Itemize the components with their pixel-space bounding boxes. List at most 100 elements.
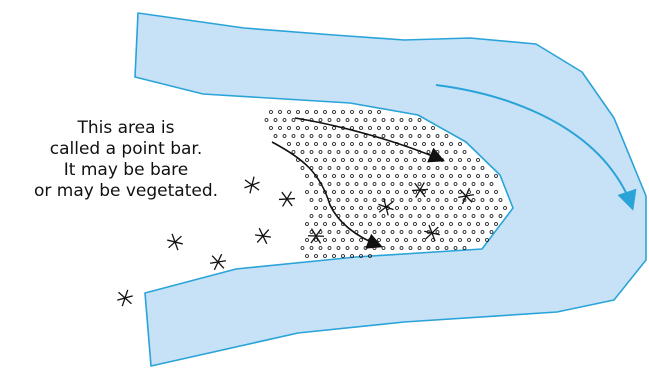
stipple-dot	[459, 143, 462, 146]
stipple-dot	[400, 151, 403, 154]
stipple-dot	[355, 151, 358, 154]
stipple-dot	[499, 215, 502, 218]
stipple-dot	[481, 231, 484, 234]
stipple-dot	[423, 143, 426, 146]
stipple-dot	[333, 191, 336, 194]
stipple-dot	[450, 191, 453, 194]
stipple-dot	[468, 175, 471, 178]
stipple-dot	[342, 175, 345, 178]
stipple-dot	[382, 231, 385, 234]
stipple-dot	[378, 127, 381, 130]
stipple-dot	[324, 223, 327, 226]
stipple-dot	[351, 207, 354, 210]
stipple-dot	[378, 159, 381, 162]
stipple-dot	[490, 215, 493, 218]
stipple-dot	[463, 231, 466, 234]
stipple-dot	[495, 207, 498, 210]
stipple-dot	[427, 215, 430, 218]
stipple-dot	[333, 111, 336, 114]
stipple-dot	[369, 111, 372, 114]
stipple-dot	[369, 127, 372, 130]
stipple-dot	[391, 167, 394, 170]
stipple-dot	[373, 167, 376, 170]
stipple-dot	[306, 223, 309, 226]
stipple-dot	[418, 135, 421, 138]
stipple-dot	[391, 183, 394, 186]
stipple-dot	[472, 167, 475, 170]
stipple-dot	[387, 127, 390, 130]
stipple-dot	[396, 191, 399, 194]
stipple-dot	[414, 143, 417, 146]
stipple-dot	[270, 111, 273, 114]
stipple-dot	[432, 127, 435, 130]
stipple-dot	[324, 239, 327, 242]
stipple-dot	[324, 143, 327, 146]
stipple-dot	[436, 199, 439, 202]
stipple-dot	[333, 223, 336, 226]
stipple-dot	[351, 159, 354, 162]
stipple-dot	[477, 191, 480, 194]
stipple-dot	[319, 247, 322, 250]
stipple-dot	[373, 151, 376, 154]
stipple-dot	[441, 143, 444, 146]
stipple-dot	[328, 119, 331, 122]
stipple-dot	[477, 223, 480, 226]
stipple-dot	[306, 255, 309, 258]
stipple-dot	[351, 175, 354, 178]
stipple-dot	[409, 215, 412, 218]
stipple-dot	[427, 135, 430, 138]
plant-star-icon	[376, 198, 396, 217]
stipple-dot	[445, 151, 448, 154]
stipple-dot	[364, 151, 367, 154]
stipple-dot	[315, 239, 318, 242]
stipple-dot	[387, 191, 390, 194]
stipple-dot	[355, 247, 358, 250]
stipple-dot	[418, 215, 421, 218]
stipple-dot	[405, 159, 408, 162]
stipple-dot	[328, 135, 331, 138]
stipple-dot	[364, 215, 367, 218]
stipple-dot	[418, 167, 421, 170]
stipple-dot	[369, 175, 372, 178]
stipple-dot	[373, 215, 376, 218]
stipple-dot	[360, 111, 363, 114]
stipple-dot	[378, 239, 381, 242]
stipple-dot	[459, 159, 462, 162]
stipple-dot	[454, 167, 457, 170]
stipple-dot	[355, 215, 358, 218]
stipple-dot	[346, 215, 349, 218]
stipple-dot	[472, 199, 475, 202]
stipple-dot	[495, 223, 498, 226]
stipple-dot	[342, 191, 345, 194]
stipple-dot	[319, 215, 322, 218]
stipple-dot	[400, 199, 403, 202]
stipple-dot	[297, 127, 300, 130]
stipple-dot	[382, 119, 385, 122]
stipple-dot	[463, 151, 466, 154]
stipple-dot	[306, 191, 309, 194]
point-bar-label: This area is called a point bar. It may …	[0, 118, 252, 202]
stipple-dot	[324, 255, 327, 258]
stipple-dot	[409, 231, 412, 234]
stipple-dot	[378, 111, 381, 114]
stipple-dot	[288, 111, 291, 114]
stipple-dot	[274, 119, 277, 122]
stipple-dot	[265, 119, 268, 122]
stipple-dot	[400, 247, 403, 250]
stipple-dot	[279, 127, 282, 130]
stipple-dot	[324, 111, 327, 114]
stipple-dot	[481, 167, 484, 170]
stipple-dot	[346, 151, 349, 154]
stipple-dot	[333, 239, 336, 242]
stipple-dot	[310, 247, 313, 250]
stipple-dot	[346, 183, 349, 186]
stipple-dot	[441, 239, 444, 242]
stipple-dot	[369, 223, 372, 226]
stipple-dot	[459, 223, 462, 226]
stipple-dot	[369, 143, 372, 146]
stipple-dot	[373, 183, 376, 186]
stipple-dot	[414, 175, 417, 178]
stipple-dot	[481, 199, 484, 202]
stipple-dot	[432, 159, 435, 162]
stipple-dot	[351, 223, 354, 226]
